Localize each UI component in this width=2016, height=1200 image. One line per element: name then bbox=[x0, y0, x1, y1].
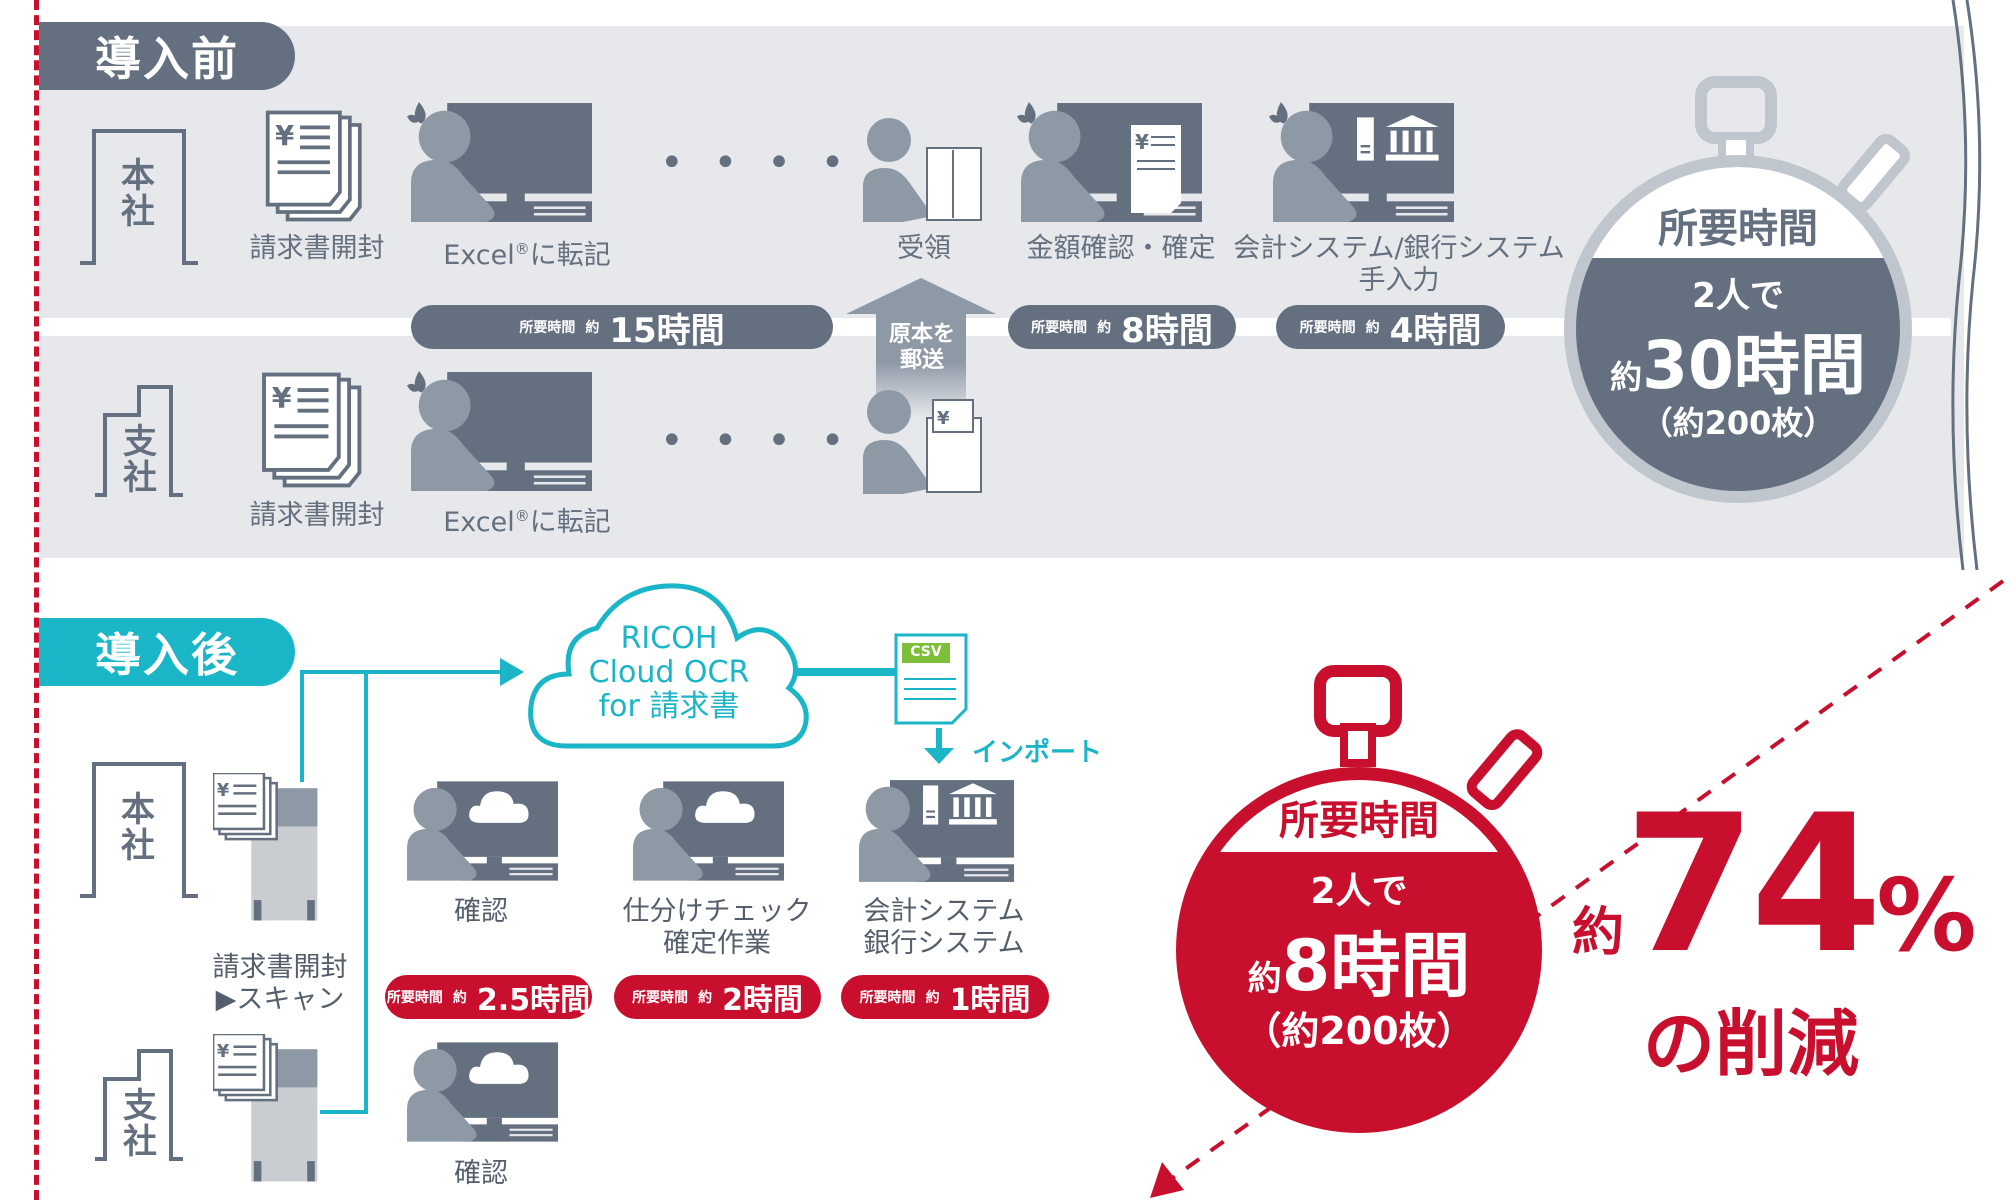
step-accounting-label: 会計システム銀行システム bbox=[863, 896, 1025, 959]
csv-file-icon bbox=[894, 633, 968, 725]
branch-label: 支社 bbox=[123, 422, 157, 498]
step-receive-label: 受領 bbox=[897, 233, 951, 264]
person-cloud-sort-icon bbox=[633, 781, 784, 881]
step-excel-label: Excel®に転記 bbox=[443, 507, 611, 538]
tab-before: 導入前 bbox=[39, 22, 295, 90]
step-check-label: 確認 bbox=[454, 1158, 508, 1189]
person-amount-check-icon: ¥ bbox=[1017, 102, 1202, 222]
person-accounting-icon bbox=[859, 780, 1014, 882]
scan-label: 請求書開封▶スキャン bbox=[212, 952, 348, 1015]
scanner-icon[interactable] bbox=[213, 1034, 320, 1184]
cloud-ocr-icon bbox=[528, 583, 809, 749]
step-open-label: 請求書開封 bbox=[249, 500, 385, 531]
step-amount-label: 金額確認・確定 bbox=[1026, 233, 1216, 264]
watch-before-people: 2人で bbox=[1692, 276, 1784, 316]
person-cloud-check-icon bbox=[407, 1042, 558, 1142]
watch-after-time: 約8時間 bbox=[1247, 925, 1471, 1007]
branch-label: 支社 bbox=[123, 1086, 157, 1162]
person-receive-icon bbox=[863, 118, 982, 222]
hq-building-icon bbox=[80, 129, 198, 265]
person-send-icon: ¥ bbox=[863, 390, 982, 494]
svg-text:¥: ¥ bbox=[1135, 130, 1149, 154]
ellipsis-dots: •••• bbox=[660, 418, 875, 464]
invoice-docs-icon bbox=[258, 372, 368, 488]
dashed-border bbox=[34, 0, 39, 1200]
stopwatch-after-icon bbox=[1176, 665, 1543, 1133]
watch-before-time: 約30時間 bbox=[1610, 327, 1866, 404]
wavy-edge bbox=[1951, 0, 1982, 571]
reduction-value: 約74% bbox=[1572, 774, 1977, 995]
person-computer-icon bbox=[407, 371, 592, 491]
stopwatch-before-icon bbox=[1564, 76, 1912, 503]
step-sort-label: 仕分けチェック確定作業 bbox=[622, 896, 812, 959]
tab-after: 導入後 bbox=[39, 618, 295, 686]
svg-text:¥: ¥ bbox=[937, 408, 950, 429]
scanner-icon[interactable] bbox=[213, 773, 320, 923]
flow-lines bbox=[300, 658, 954, 1114]
step-open-label: 請求書開封 bbox=[249, 233, 385, 264]
import-label: インポート bbox=[972, 738, 1103, 768]
watch-after-people: 2人で bbox=[1310, 871, 1408, 912]
reduction-label: の削減 bbox=[1642, 1002, 1860, 1086]
watch-after-title: 所要時間 bbox=[1279, 798, 1439, 844]
branch-building-icon bbox=[95, 1049, 183, 1161]
watch-before-title: 所要時間 bbox=[1658, 206, 1818, 252]
branch-building-icon bbox=[95, 385, 183, 497]
step-excel-label: Excel®に転記 bbox=[443, 240, 611, 271]
step-accounting-label: 会計システム/銀行システム手入力 bbox=[1233, 233, 1565, 296]
watch-after-sheets: （約200枚） bbox=[1243, 1009, 1475, 1053]
mail-up-arrow-icon bbox=[846, 278, 996, 418]
watch-before-sheets: （約200枚） bbox=[1640, 404, 1836, 442]
csv-label: CSV bbox=[910, 644, 942, 660]
ellipsis-dots: •••• bbox=[660, 140, 875, 186]
hq-building-icon bbox=[80, 762, 198, 898]
invoice-docs-icon bbox=[265, 110, 362, 222]
hq-label: 本社 bbox=[121, 156, 155, 232]
person-computer-icon bbox=[407, 102, 592, 222]
person-accounting-icon bbox=[1269, 102, 1454, 222]
step-check-label: 確認 bbox=[454, 896, 508, 927]
mail-label: 原本を郵送 bbox=[888, 322, 955, 373]
hq-label: 本社 bbox=[121, 790, 155, 866]
person-cloud-check-icon bbox=[407, 781, 558, 881]
